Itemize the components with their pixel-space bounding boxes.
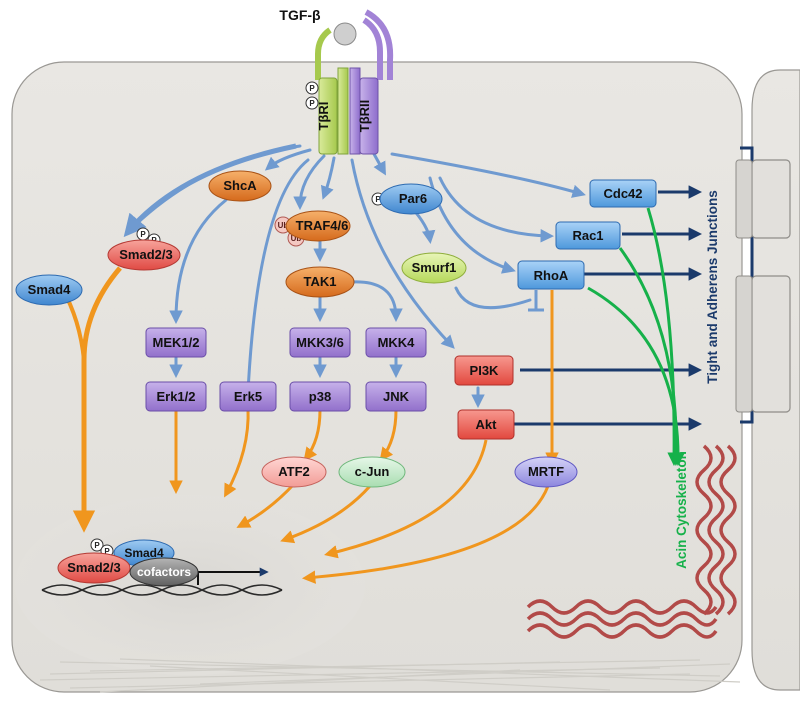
navy-junction-arrows bbox=[500, 185, 703, 431]
node-traf46-label: TRAF4/6 bbox=[296, 218, 349, 233]
svg-text:Ub: Ub bbox=[291, 234, 302, 243]
node-smad23 bbox=[107, 239, 181, 271]
node-jnk-label: JNK bbox=[383, 389, 410, 404]
svg-text:Ub: Ub bbox=[278, 221, 289, 230]
phospho-receptor-1: P bbox=[305, 81, 319, 95]
receptor-1-label: TβRI bbox=[316, 102, 331, 131]
node-mkk36-label: MKK3/6 bbox=[296, 335, 344, 350]
node-mrtf-label: MRTF bbox=[528, 464, 564, 479]
phospho-receptor-2: P bbox=[305, 96, 319, 110]
node-mrtf bbox=[514, 456, 578, 488]
junctions-label: Tight and Adherens Junctions bbox=[705, 190, 720, 384]
node-mkk4-label: MKK4 bbox=[378, 335, 416, 350]
node-mek12 bbox=[145, 327, 207, 358]
node-mkk4 bbox=[365, 327, 427, 358]
node-rac1-label: Rac1 bbox=[572, 228, 603, 243]
node-nuclear-smad4-label: Smad4 bbox=[124, 546, 164, 560]
svg-text:P: P bbox=[94, 541, 100, 550]
node-erk5 bbox=[219, 381, 277, 412]
node-tak1 bbox=[285, 266, 355, 298]
node-p38-label: p38 bbox=[309, 389, 331, 404]
node-tak1-label: TAK1 bbox=[304, 274, 337, 289]
node-par6 bbox=[379, 183, 443, 215]
cytoskeleton-label: Acin Cytoskeleton bbox=[674, 451, 689, 569]
extracellular-fibers bbox=[39, 658, 741, 693]
node-cdc42-label: Cdc42 bbox=[603, 186, 642, 201]
node-atf2 bbox=[261, 456, 327, 488]
node-akt-label: Akt bbox=[476, 417, 498, 432]
node-pi3k-label: PI3K bbox=[470, 363, 500, 378]
dna-strands bbox=[41, 584, 283, 596]
node-par6-label: Par6 bbox=[399, 191, 427, 206]
actin-filaments bbox=[526, 444, 737, 639]
node-smurf1 bbox=[401, 252, 467, 284]
node-smad4-label: Smad4 bbox=[28, 282, 71, 297]
node-atf2-label: ATF2 bbox=[278, 464, 310, 479]
node-smad23-label: Smad2/3 bbox=[119, 247, 172, 262]
svg-text:P: P bbox=[375, 195, 381, 204]
node-mek12-label: MEK1/2 bbox=[153, 335, 200, 350]
orange-nuclear-arrows bbox=[60, 266, 559, 584]
node-jnk bbox=[365, 381, 427, 412]
node-traf46 bbox=[285, 210, 351, 242]
node-p38 bbox=[289, 381, 351, 412]
receptor-complex bbox=[315, 9, 394, 155]
svg-text:P: P bbox=[140, 230, 146, 239]
phospho-smad23-1: P bbox=[136, 227, 150, 241]
node-pi3k bbox=[454, 355, 514, 386]
node-erk12 bbox=[145, 381, 207, 412]
node-rac1 bbox=[555, 221, 621, 250]
node-cofactors bbox=[129, 557, 199, 587]
node-erk12-label: Erk1/2 bbox=[156, 389, 195, 404]
receptor-2-label: TβRII bbox=[357, 100, 372, 133]
node-cofactors-label: cofactors bbox=[137, 565, 191, 579]
node-rhoa-label: RhoA bbox=[534, 268, 569, 283]
svg-text:P: P bbox=[309, 84, 315, 93]
node-shca-label: ShcA bbox=[223, 178, 257, 193]
node-erk5-label: Erk5 bbox=[234, 389, 262, 404]
node-smurf1-label: Smurf1 bbox=[412, 260, 457, 275]
inhibition-bar bbox=[528, 290, 544, 312]
node-nuclear-smad23-label: Smad2/3 bbox=[67, 560, 120, 575]
phospho-nuclear-smad-1: P bbox=[90, 538, 104, 552]
node-nuclear-smad23 bbox=[57, 552, 131, 584]
svg-text:P: P bbox=[309, 99, 315, 108]
smad-activation-arrow bbox=[123, 143, 297, 238]
ligand-label: TGF-β bbox=[279, 7, 321, 23]
node-mkk36 bbox=[289, 327, 351, 358]
green-cytoskeleton-arrows bbox=[587, 207, 685, 467]
node-cdc42 bbox=[589, 179, 657, 208]
node-smad4 bbox=[15, 274, 83, 306]
node-akt bbox=[457, 409, 515, 440]
node-cjun-label: c-Jun bbox=[355, 464, 390, 479]
junction-structure bbox=[735, 146, 791, 424]
svg-text:P: P bbox=[104, 547, 110, 556]
node-cjun bbox=[338, 456, 406, 488]
node-rhoa bbox=[517, 260, 585, 290]
node-shca bbox=[208, 170, 272, 202]
